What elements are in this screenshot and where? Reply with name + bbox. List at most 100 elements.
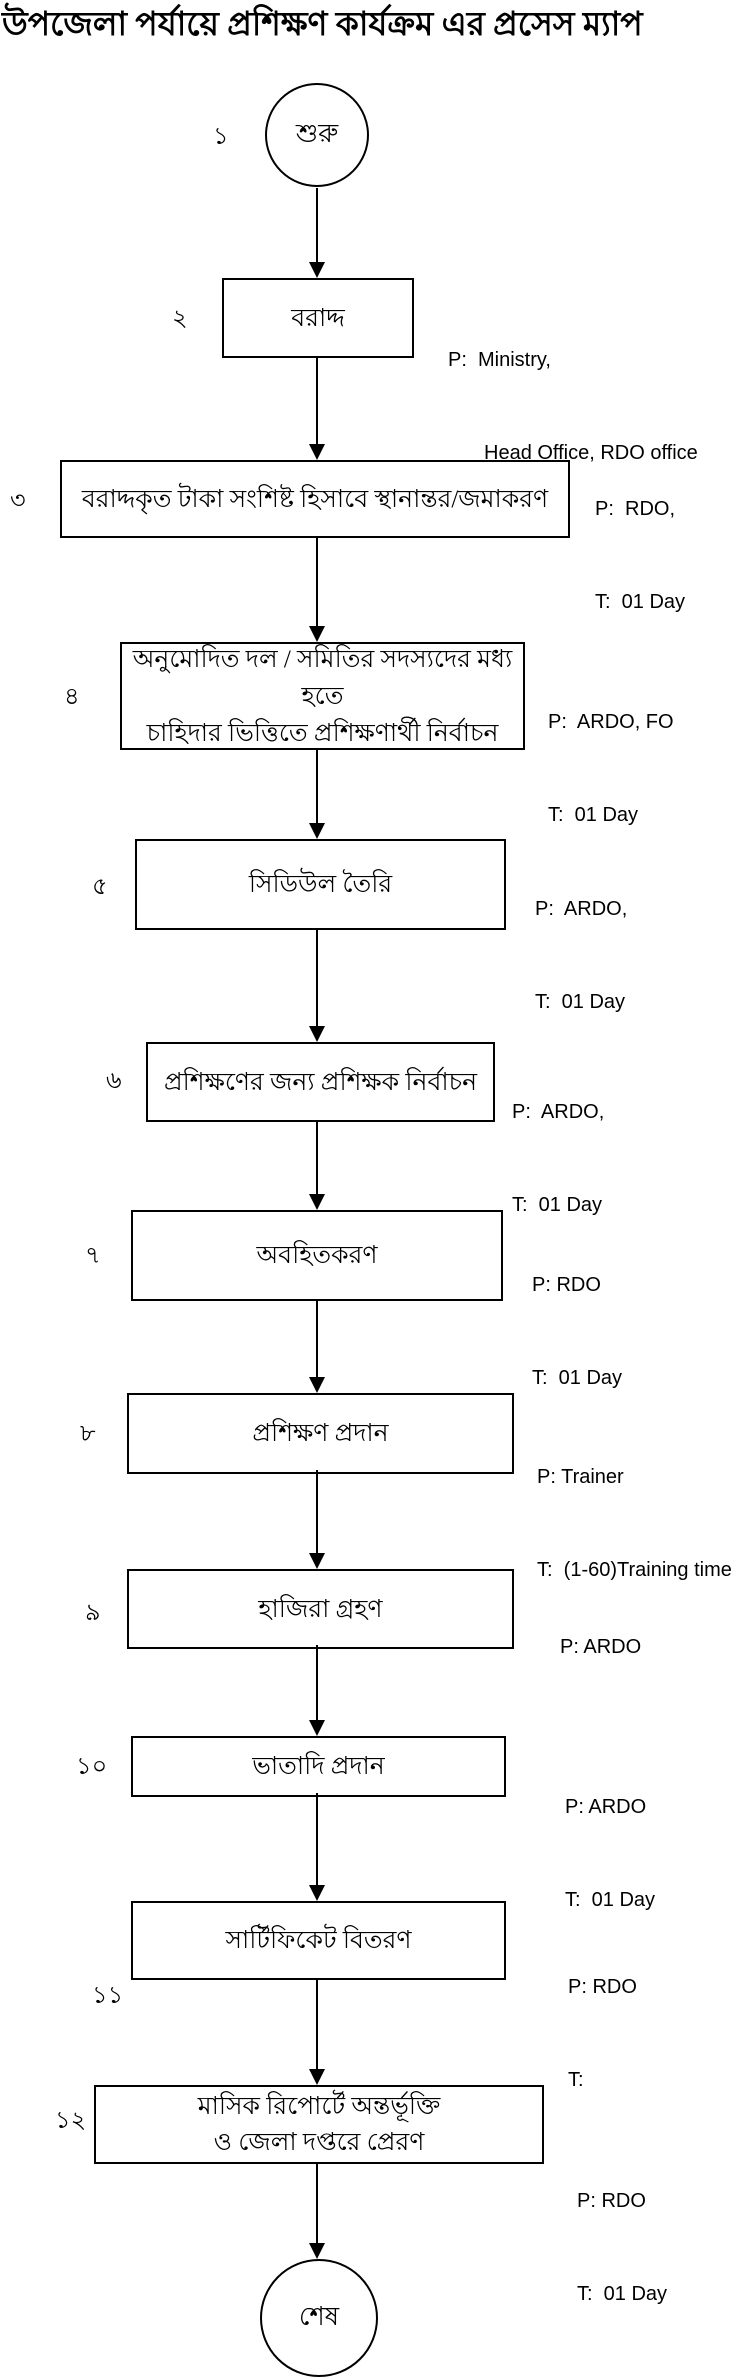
annotation-line: P: ARDO, [512,1101,605,1123]
end-node: শেষ [260,2259,378,2377]
process-label: প্রশিক্ষণ প্রদান [252,1420,389,1447]
annotation-line: P: RDO [532,1274,601,1296]
process-box-transfer: বরাদ্দকৃত টাকা সংশিষ্ট হিসাবে স্থানান্তর… [60,460,570,538]
annotation-line: T: 01 Day [535,991,626,1013]
arrow-line [316,1978,318,2073]
arrow-head-icon [309,1377,325,1393]
flow-arrow-4 [309,748,325,839]
flow-arrow-3 [309,536,325,642]
process-label: বরাদ্দ [291,304,345,332]
flow-arrow-11 [309,1978,325,2085]
step-number-8: ৮ [80,1421,96,1447]
arrow-head-icon [309,2243,325,2259]
step-number-2: ২ [172,306,188,332]
annotation-step-6: P: ARDO, T: 01 Day [512,1035,604,1283]
annotation-line: T: 01 Day [595,591,686,613]
process-label: মাসিক রিপোর্টে অন্তর্ভূক্তি [197,2092,441,2120]
annotation-line: P: Trainer [537,1466,624,1488]
process-label: ও জেলা দপ্তরে প্রেরণ [213,2128,425,2156]
annotation-line: P: RDO, [595,498,676,520]
annotation-line: T: 01 Day [512,1194,603,1216]
annotation-line: P: ARDO, FO [548,711,674,733]
process-label: প্রশিক্ষণের জন্য প্রশিক্ষক নির্বাচন [163,1068,478,1096]
flow-arrow-5 [309,928,325,1042]
annotation-line: T: 01 Day [532,1367,623,1389]
annotation-step-9: P: ARDO [560,1570,641,1725]
annotation-line: T: (1-60)Training time [537,1559,732,1581]
arrow-line [316,748,318,827]
arrow-line [316,1793,318,1889]
flow-arrow-10 [309,1793,325,1901]
annotation-line: P: ARDO [565,1796,647,1818]
arrow-head-icon [309,262,325,278]
annotation-line: P: RDO [568,1976,637,1998]
annotation-step-11: P: RDO T: [568,1910,637,2158]
process-box-trainer-selection: প্রশিক্ষণের জন্য প্রশিক্ষক নির্বাচন [146,1042,495,1122]
annotation-step-10: P: ARDO T: 01 Day [565,1730,655,1978]
arrow-head-icon [309,1553,325,1569]
flow-arrow-1 [309,188,325,278]
arrow-head-icon [309,823,325,839]
arrow-line [316,1645,318,1724]
annotation-step-7: P: RDO T: 01 Day [532,1208,622,1456]
page-title: উপজেলা পর্যায়ে প্রশিক্ষণ কার্যক্রম এর প… [2,7,643,43]
process-box-schedule: সিডিউল তৈরি [135,839,506,930]
arrow-head-icon [309,1194,325,1210]
arrow-line [316,2162,318,2247]
process-label: অনুমোদিত দল / সমিতির সদস্যদের মধ্য হতে [132,645,513,710]
flow-arrow-7 [309,1299,325,1393]
annotation-line: T: 01 Day [577,2283,668,2305]
step-number-11: ১১ [92,1983,124,2009]
arrow-head-icon [309,626,325,642]
process-label: সার্টিফিকেট বিতরণ [225,1927,412,1954]
arrow-head-icon [309,2069,325,2085]
flow-arrow-6 [309,1120,325,1210]
step-number-12: ১২ [55,2108,87,2134]
flow-arrow-12 [309,2162,325,2259]
start-node: শুরু [265,83,369,187]
arrow-head-icon [309,1026,325,1042]
annotation-step-8: P: Trainer T: (1-60)Training time [537,1400,732,1648]
annotation-step-4: P: ARDO, FO T: 01 Day [548,645,674,893]
annotation-line: Head Office, RDO office [484,442,698,464]
arrow-line [316,188,318,266]
process-label: চাহিদার ভিত্তিতে প্রশিক্ষণার্থী নির্বাচন [146,719,499,747]
process-box-monthly-report: মাসিক রিপোর্টে অন্তর্ভূক্তি ও জেলা দপ্তর… [94,2085,544,2164]
annotation-line: P: ARDO, [535,898,628,920]
process-label: অবহিতকরণ [256,1242,378,1269]
process-label: হাজিরা গ্রহণ [258,1595,383,1623]
process-box-training: প্রশিক্ষণ প্রদান [127,1393,514,1474]
arrow-head-icon [309,444,325,460]
annotation-line: P: Ministry, [448,349,551,371]
process-box-allocation: বরাদ্দ [222,278,414,358]
arrow-line [316,1470,318,1557]
annotation-line: P: ARDO [560,1636,642,1658]
process-box-notification: অবহিতকরণ [131,1210,503,1301]
arrow-line [316,1299,318,1381]
annotation-line: T: 01 Day [548,804,639,826]
arrow-line [316,928,318,1030]
process-label: সিডিউল তৈরি [248,871,393,898]
annotation-line: T: 01 Day [565,1889,656,1911]
arrow-head-icon [309,1885,325,1901]
annotation-step-3: P: RDO, T: 01 Day [595,432,685,680]
process-box-trainee-selection: অনুমোদিত দল / সমিতির সদস্যদের মধ্য হতে চ… [120,642,525,750]
arrow-line [316,356,318,448]
step-number-6: ৬ [106,1068,122,1094]
step-number-5: ৫ [92,874,108,900]
end-label: শেষ [298,2302,340,2331]
step-number-1: ১ [213,124,229,150]
process-box-attendance: হাজিরা গ্রহণ [127,1569,514,1649]
annotation-line: P: RDO [577,2190,646,2212]
annotation-step-12: P: RDO T: 01 Day [577,2124,667,2372]
annotation-step-5: P: ARDO, T: 01 Day [535,832,627,1080]
arrow-line [316,1120,318,1198]
step-number-9: ৯ [85,1600,101,1626]
start-label: শুরু [295,119,339,148]
flow-arrow-2 [309,356,325,460]
arrow-line [316,536,318,630]
step-number-10: ১০ [76,1754,108,1780]
annotation-line: T: [568,2069,584,2091]
step-number-3: ৩ [10,488,26,514]
